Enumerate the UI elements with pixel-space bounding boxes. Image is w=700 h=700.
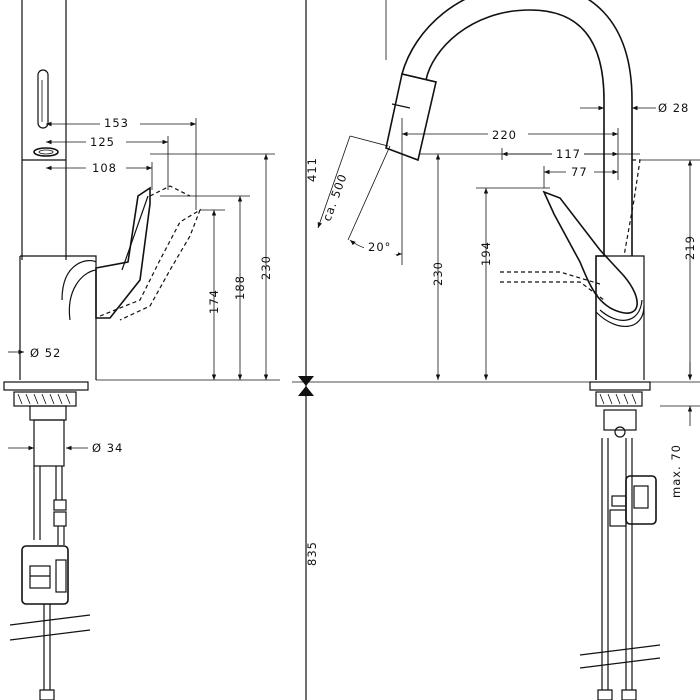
dim-117: 117 — [556, 147, 581, 161]
dim-411: 411 — [305, 157, 319, 182]
dim-side-230: 230 — [431, 261, 445, 286]
center-divider — [292, 0, 700, 700]
dim-153: 153 — [104, 116, 129, 130]
dim-diameter-28: Ø 28 — [658, 101, 689, 115]
dim-angle-20: 20° — [368, 240, 391, 254]
dim-125: 125 — [90, 135, 115, 149]
side-dimension-lines — [317, 0, 700, 426]
side-view-faucet — [385, 0, 661, 700]
dim-77: 77 — [571, 165, 588, 179]
dim-188: 188 — [233, 275, 247, 300]
dim-max-70: max. 70 — [669, 444, 683, 498]
middle-dimensions: 411 835 — [305, 157, 319, 566]
dim-219: 219 — [683, 235, 697, 260]
dim-diameter-34: Ø 34 — [92, 441, 123, 455]
dim-diameter-52: Ø 52 — [30, 346, 61, 360]
dim-ca-500: ca. 500 — [320, 172, 350, 223]
dim-194: 194 — [479, 241, 493, 266]
dim-835: 835 — [305, 541, 319, 566]
dim-230: 230 — [259, 255, 273, 280]
dim-220: 220 — [492, 128, 517, 142]
front-dimension-lines — [8, 118, 280, 451]
dim-108: 108 — [92, 161, 117, 175]
front-dimension-labels: 153 125 108 174 188 230 Ø 52 Ø 34 — [30, 114, 273, 455]
dim-174: 174 — [207, 289, 221, 314]
